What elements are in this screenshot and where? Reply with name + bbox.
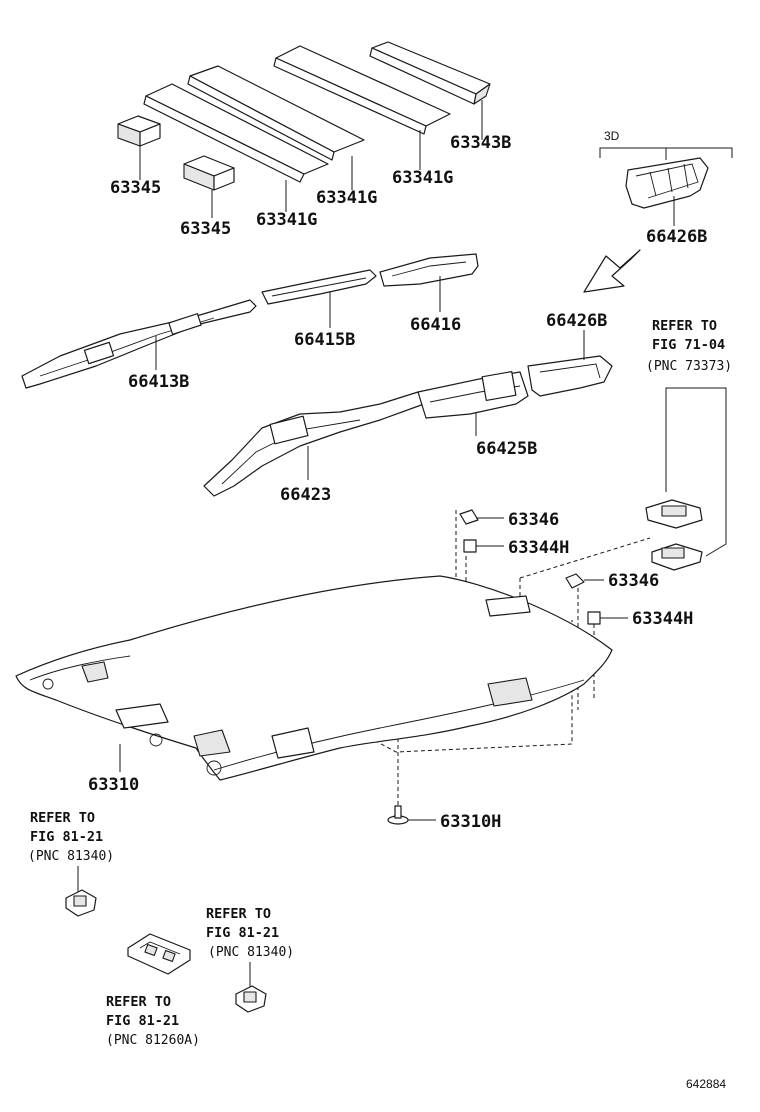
console-81260a [127,933,191,975]
spacer-63345-bottom [183,155,235,191]
label-63345-b: 63345 [180,219,231,239]
lamp-81340-b [235,985,267,1013]
rail-66413b [21,299,257,389]
label-66413b: 66413B [128,372,189,392]
label-63344h-a: 63344H [508,538,569,558]
spacer-63345-top [117,115,161,147]
svg-text:(PNC 81340): (PNC 81340) [28,849,114,864]
screw-63310h [387,805,409,825]
label-63341g-a: 63341G [256,210,317,230]
label-63344h-b: 63344H [632,609,693,629]
clip-63344h-lower [587,611,601,625]
clip-66426b-detail [625,157,709,209]
clip-66426b [527,355,613,397]
rail-66423 [203,391,425,497]
svg-text:FIG 81-21: FIG 81-21 [106,1013,179,1029]
clip-63346-lower [565,573,585,589]
map-lamp-lower [651,543,703,571]
label-66423: 66423 [280,485,331,505]
svg-text:(PNC 81260A): (PNC 81260A) [106,1033,200,1048]
label-63310: 63310 [88,775,139,795]
label-63341g-b: 63341G [316,188,377,208]
lamp-81340-a [65,889,97,917]
label-3d-view: 3D [604,129,620,143]
ref-81340-a: REFER TO FIG 81-21 (PNC 81340) [28,810,114,864]
svg-text:REFER TO: REFER TO [30,810,95,826]
label-63346-b: 63346 [608,571,659,591]
label-66426b-b: 66426B [546,311,607,331]
pad-63341g-left [143,83,329,183]
label-63345-a: 63345 [110,178,161,198]
ref-81340-b: REFER TO FIG 81-21 (PNC 81340) [206,906,294,960]
svg-text:(PNC 73373): (PNC 73373) [646,359,732,374]
map-lamp-upper [645,499,703,529]
clip-63344h-upper [463,539,477,553]
label-66425b: 66425B [476,439,537,459]
label-63343b: 63343B [450,133,511,153]
label-63346-a: 63346 [508,510,559,530]
label-66426b-a: 66426B [646,227,707,247]
pad-63343b [369,41,491,105]
svg-text:REFER TO: REFER TO [206,906,271,922]
label-66416: 66416 [410,315,461,335]
headliner-63310 [15,575,613,781]
label-66415b: 66415B [294,330,355,350]
svg-text:REFER TO: REFER TO [106,994,171,1010]
ref-81260a: REFER TO FIG 81-21 (PNC 81260A) [106,994,200,1048]
svg-text:FIG 81-21: FIG 81-21 [30,829,103,845]
clip-63346-upper [459,509,479,525]
label-63341g-c: 63341G [392,168,453,188]
label-63310h: 63310H [440,812,501,832]
rail-66416 [379,253,479,287]
diagram-id: 642884 [686,1077,726,1091]
svg-text:FIG 71-04: FIG 71-04 [652,337,725,353]
svg-text:(PNC 81340): (PNC 81340) [208,945,294,960]
ref-73373: REFER TO FIG 71-04 (PNC 73373) [646,318,732,374]
pad-63341g-middle [187,65,365,161]
direction-arrow [583,249,641,293]
svg-text:REFER TO: REFER TO [652,318,717,334]
pad-63341g-right [273,45,451,135]
rail-66425b [417,370,529,419]
svg-text:FIG 81-21: FIG 81-21 [206,925,279,941]
rail-66415b [261,269,377,305]
